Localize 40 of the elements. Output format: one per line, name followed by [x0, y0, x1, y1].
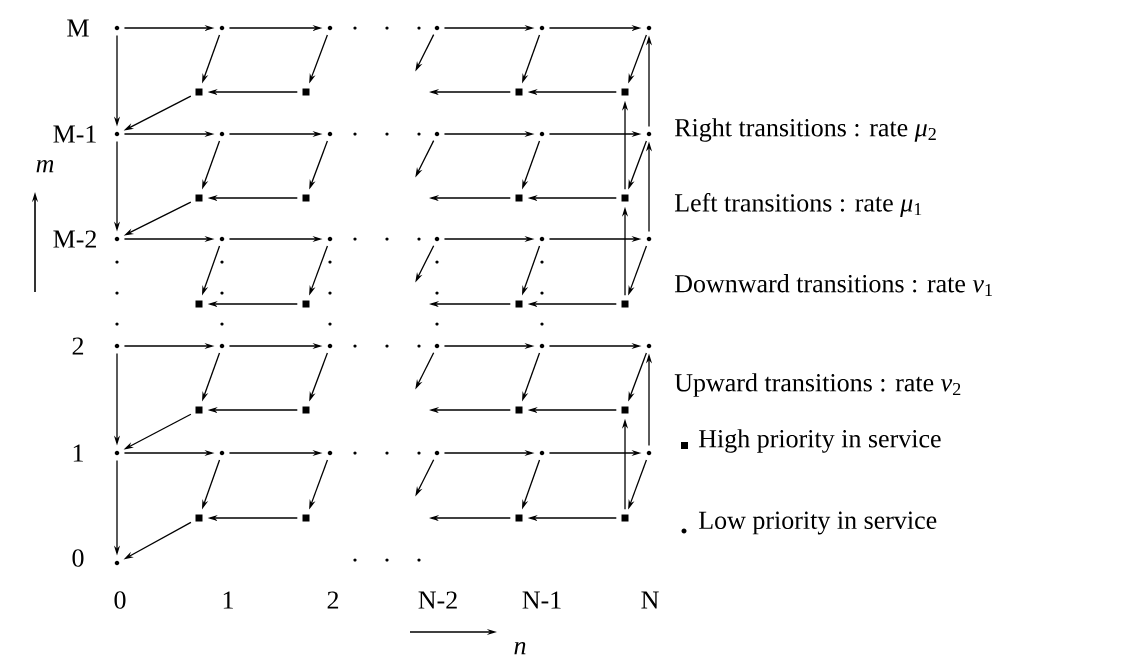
- state-square: [302, 514, 310, 522]
- state-square: [302, 300, 310, 308]
- state-square: [302, 406, 310, 414]
- axis-label: 2: [327, 591, 339, 609]
- axis-label: 1: [73, 444, 83, 462]
- state-square: [302, 88, 310, 96]
- axis-label: 0: [72, 549, 84, 567]
- state-square: [515, 406, 523, 414]
- state-square: [195, 194, 203, 202]
- state-square: [621, 194, 629, 202]
- axis-label: 1: [223, 591, 233, 609]
- axis-label: M-1: [53, 125, 96, 143]
- axis-label: 0: [114, 591, 126, 609]
- state-square: [621, 514, 629, 522]
- state-square: [621, 300, 629, 308]
- legend-text: Upward transitions : rate ν$_{2}$: [674, 373, 961, 397]
- axis-label: m: [36, 159, 54, 173]
- state-square: [621, 88, 629, 96]
- state-square: [195, 406, 203, 414]
- legend-text: Downward transitions : rate ν$_{1}$: [674, 274, 992, 296]
- legend-text: High priority in service: [698, 429, 941, 453]
- axis-label: N-1: [522, 591, 561, 609]
- axis-label: M: [67, 19, 89, 37]
- legend-text: Right transitions : rate μ$_{2}$: [674, 118, 936, 142]
- state-square: [515, 194, 523, 202]
- state-square: [515, 514, 523, 522]
- axis-label: M-2: [53, 230, 96, 248]
- axis-label: N-2: [418, 591, 457, 609]
- axis-label: 2: [72, 337, 84, 355]
- legend-text: Left transitions : rate μ$_{1}$: [674, 193, 922, 217]
- state-square: [302, 194, 310, 202]
- state-square: [195, 514, 203, 522]
- axis-label: n: [514, 641, 526, 655]
- axis-label: N: [641, 591, 659, 609]
- state-square: [195, 300, 203, 308]
- state-square: [621, 406, 629, 414]
- legend-text: Low priority in service: [698, 511, 937, 535]
- state-square: [195, 88, 203, 96]
- state-square: [515, 300, 523, 308]
- state-square: [515, 88, 523, 96]
